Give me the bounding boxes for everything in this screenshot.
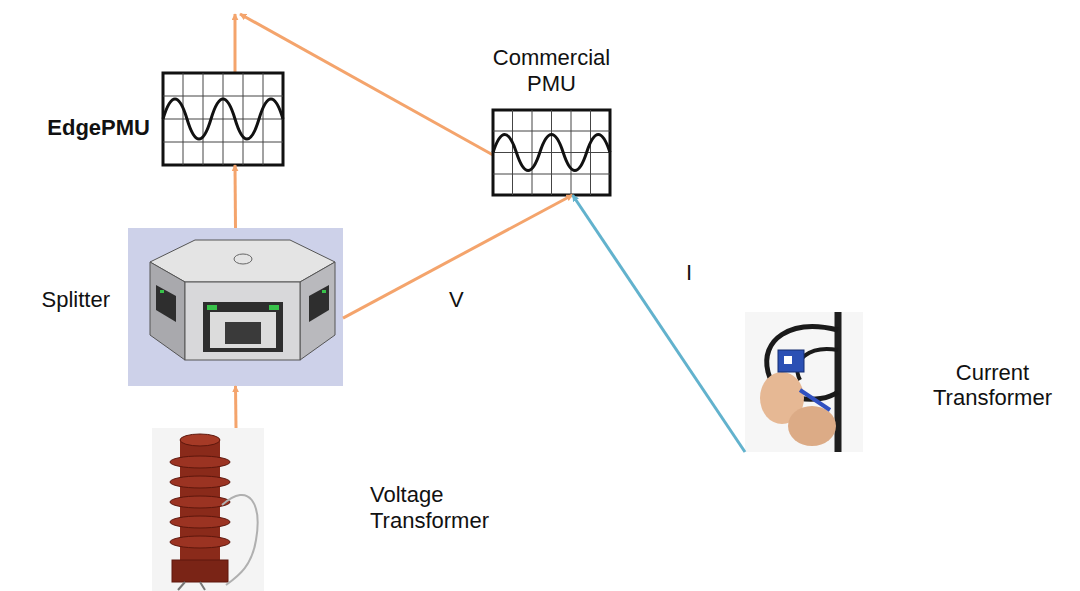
splitter-box: Splitter — [128, 228, 343, 386]
signal-label: V — [446, 287, 467, 312]
signal-arrow — [234, 386, 238, 428]
waveform-screen — [163, 73, 283, 165]
current-transformer-picture — [745, 312, 863, 452]
voltage-transformer: Voltage Transformer — [152, 428, 264, 591]
edgepmu-screen: EdgePMU — [163, 73, 283, 165]
signal-arrow — [573, 195, 745, 452]
pmu-screen: Commercial PMU — [493, 110, 610, 195]
signal-label: I — [683, 260, 695, 285]
node-label: EdgePMU — [47, 115, 150, 140]
signal-arrow — [343, 195, 573, 318]
output-arrow — [234, 14, 237, 73]
current-transformer: Current Transformer — [745, 312, 863, 452]
node-label: Splitter — [42, 287, 110, 312]
node-label: Current Transformer — [915, 360, 1070, 411]
node-label: Voltage Transformer — [370, 482, 520, 533]
voltage-transformer-picture — [152, 428, 264, 591]
waveform-screen — [493, 110, 610, 195]
splitter-render — [128, 228, 343, 386]
node-label: Commercial PMU — [477, 45, 627, 96]
signal-arrow — [234, 165, 238, 228]
